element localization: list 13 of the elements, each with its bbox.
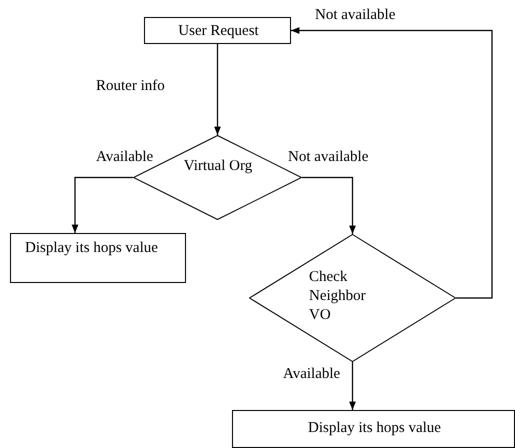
node-label: Display its hops value: [307, 419, 442, 438]
arrow: [349, 362, 356, 410]
arrow: [72, 176, 133, 233]
arrow: [302, 176, 356, 234]
process-box: [10, 233, 186, 283]
process-box: [232, 410, 515, 448]
node-label: Virtual Org: [183, 157, 253, 176]
arrow: [291, 27, 493, 299]
arrow: [214, 44, 221, 135]
process-box: [144, 17, 291, 44]
node-label: User Request: [177, 22, 260, 41]
node-label: Check Neighbor VO: [309, 268, 367, 324]
node-label: Display its hops value: [25, 239, 159, 258]
